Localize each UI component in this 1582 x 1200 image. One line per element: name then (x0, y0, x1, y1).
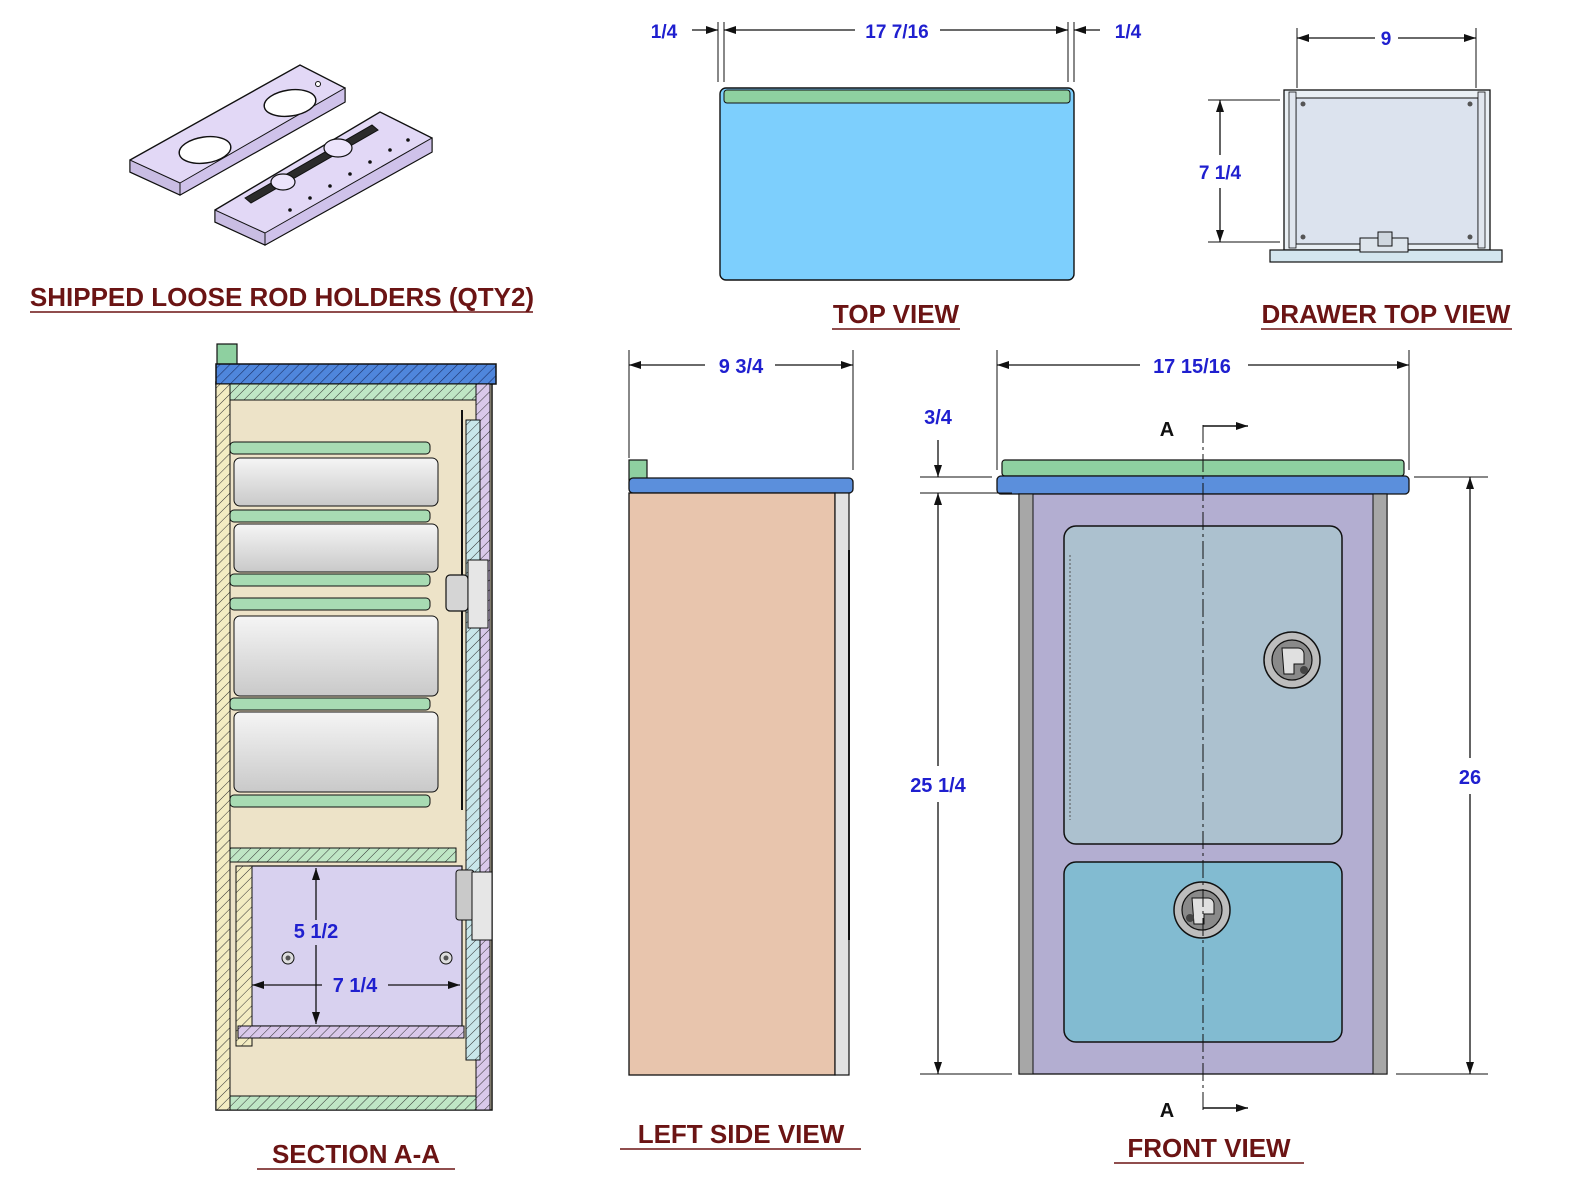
section-mark-bottom: A (1160, 1100, 1174, 1122)
front-view-title: FRONT VIEW (1127, 1133, 1291, 1163)
front-view-drawing (920, 350, 1488, 1112)
dim-front-width: 17 15/16 (1153, 356, 1231, 378)
dim-top-left-offset: 1/4 (651, 22, 678, 43)
dim-side-depth: 9 3/4 (719, 356, 764, 378)
dim-lid-thickness: 3/4 (924, 407, 953, 429)
top-view-drawing (692, 22, 1100, 281)
dim-top-width: 17 7/16 (865, 22, 928, 43)
section-mark-top: A (1160, 419, 1174, 441)
dim-drawer-depth: 7 1/4 (1199, 163, 1242, 184)
dim-body-height: 25 1/4 (910, 775, 966, 797)
dim-drawer-width: 9 (1381, 29, 1392, 50)
drawer-top-view-title: DRAWER TOP VIEW (1262, 299, 1511, 329)
dim-section-drawer-height: 5 1/2 (294, 921, 338, 943)
upper-latch-icon (1263, 631, 1321, 689)
dim-top-right-offset: 1/4 (1115, 22, 1142, 43)
left-side-view-drawing (628, 350, 854, 1076)
dim-total-height: 26 (1459, 767, 1481, 789)
section-a-a-title: SECTION A-A (272, 1139, 440, 1169)
rod-holder-plate-2 (214, 111, 433, 246)
rod-holder-plate-1 (129, 64, 346, 196)
rod-holders-title: SHIPPED LOOSE ROD HOLDERS (QTY2) (30, 282, 534, 312)
rod-holders-drawing (129, 64, 433, 246)
top-view-lid (719, 87, 1075, 281)
top-view-lip (723, 89, 1071, 104)
drawer-top-view-drawing (1208, 28, 1503, 263)
section-a-a-drawing (215, 343, 497, 1111)
top-view-title: TOP VIEW (833, 299, 960, 329)
left-side-view-title: LEFT SIDE VIEW (638, 1119, 845, 1149)
dim-section-drawer-depth: 7 1/4 (333, 975, 378, 997)
lower-latch-icon (1173, 881, 1231, 939)
